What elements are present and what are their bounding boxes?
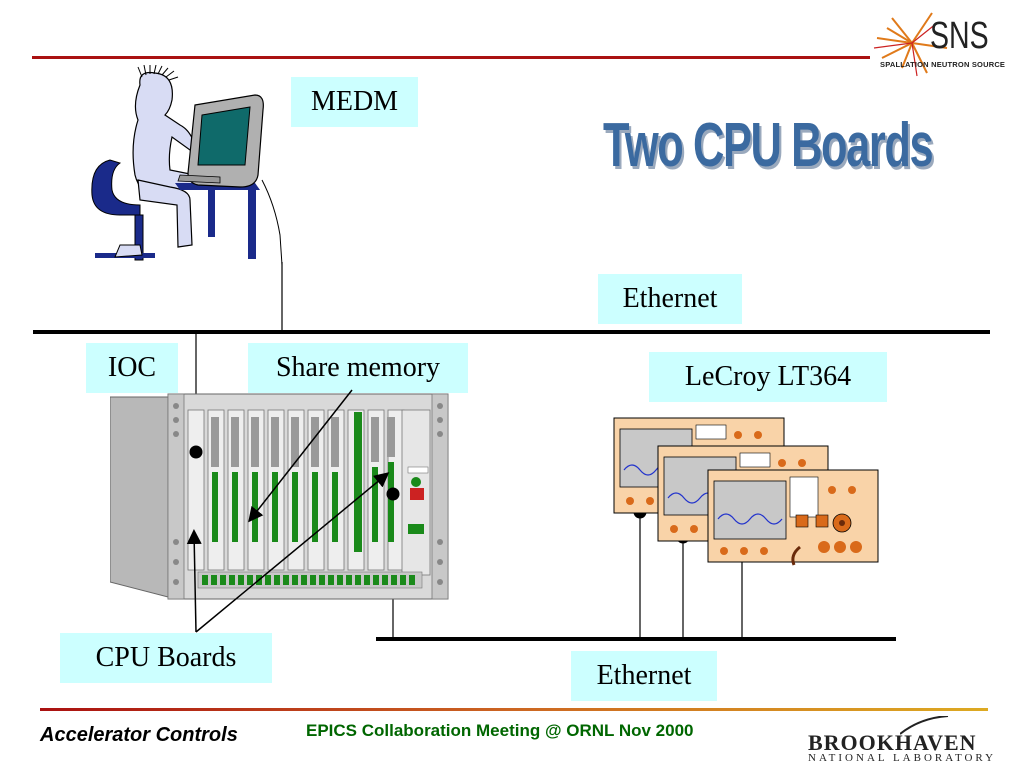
vme-crate-illustration <box>110 393 449 600</box>
bottom-rule <box>40 708 988 711</box>
top-rule <box>32 56 870 59</box>
slide-title: Two CPU Boards <box>603 111 934 180</box>
footer-meeting-text: EPICS Collaboration Meeting @ ORNL Nov 2… <box>306 721 694 740</box>
share-memory-label: Share memory <box>248 343 468 393</box>
brookhaven-logo-subtext: NATIONAL LABORATORY <box>808 752 997 764</box>
person-at-computer-illustration <box>91 65 283 265</box>
lecroy-label: LeCroy LT364 <box>649 352 887 402</box>
sns-logo-text: SNS <box>930 15 989 57</box>
ioc-label: IOC <box>86 343 178 393</box>
medm-label: MEDM <box>291 77 418 127</box>
footer-accelerator-controls: Accelerator Controls <box>40 724 238 746</box>
brookhaven-logo-swoosh-icon <box>900 716 949 735</box>
sns-logo-burst-icon <box>873 12 948 77</box>
cpu-boards-label: CPU Boards <box>60 633 272 683</box>
lecroy-scopes-illustration <box>613 417 879 566</box>
sns-logo-subtext: SPALLATION NEUTRON SOURCE <box>880 60 1006 69</box>
ethernet-top-label: Ethernet <box>598 274 742 324</box>
brookhaven-logo-text: BROOKHAVEN <box>808 730 977 755</box>
scope-3 <box>707 469 879 566</box>
ethernet-bottom-label: Ethernet <box>571 651 717 701</box>
